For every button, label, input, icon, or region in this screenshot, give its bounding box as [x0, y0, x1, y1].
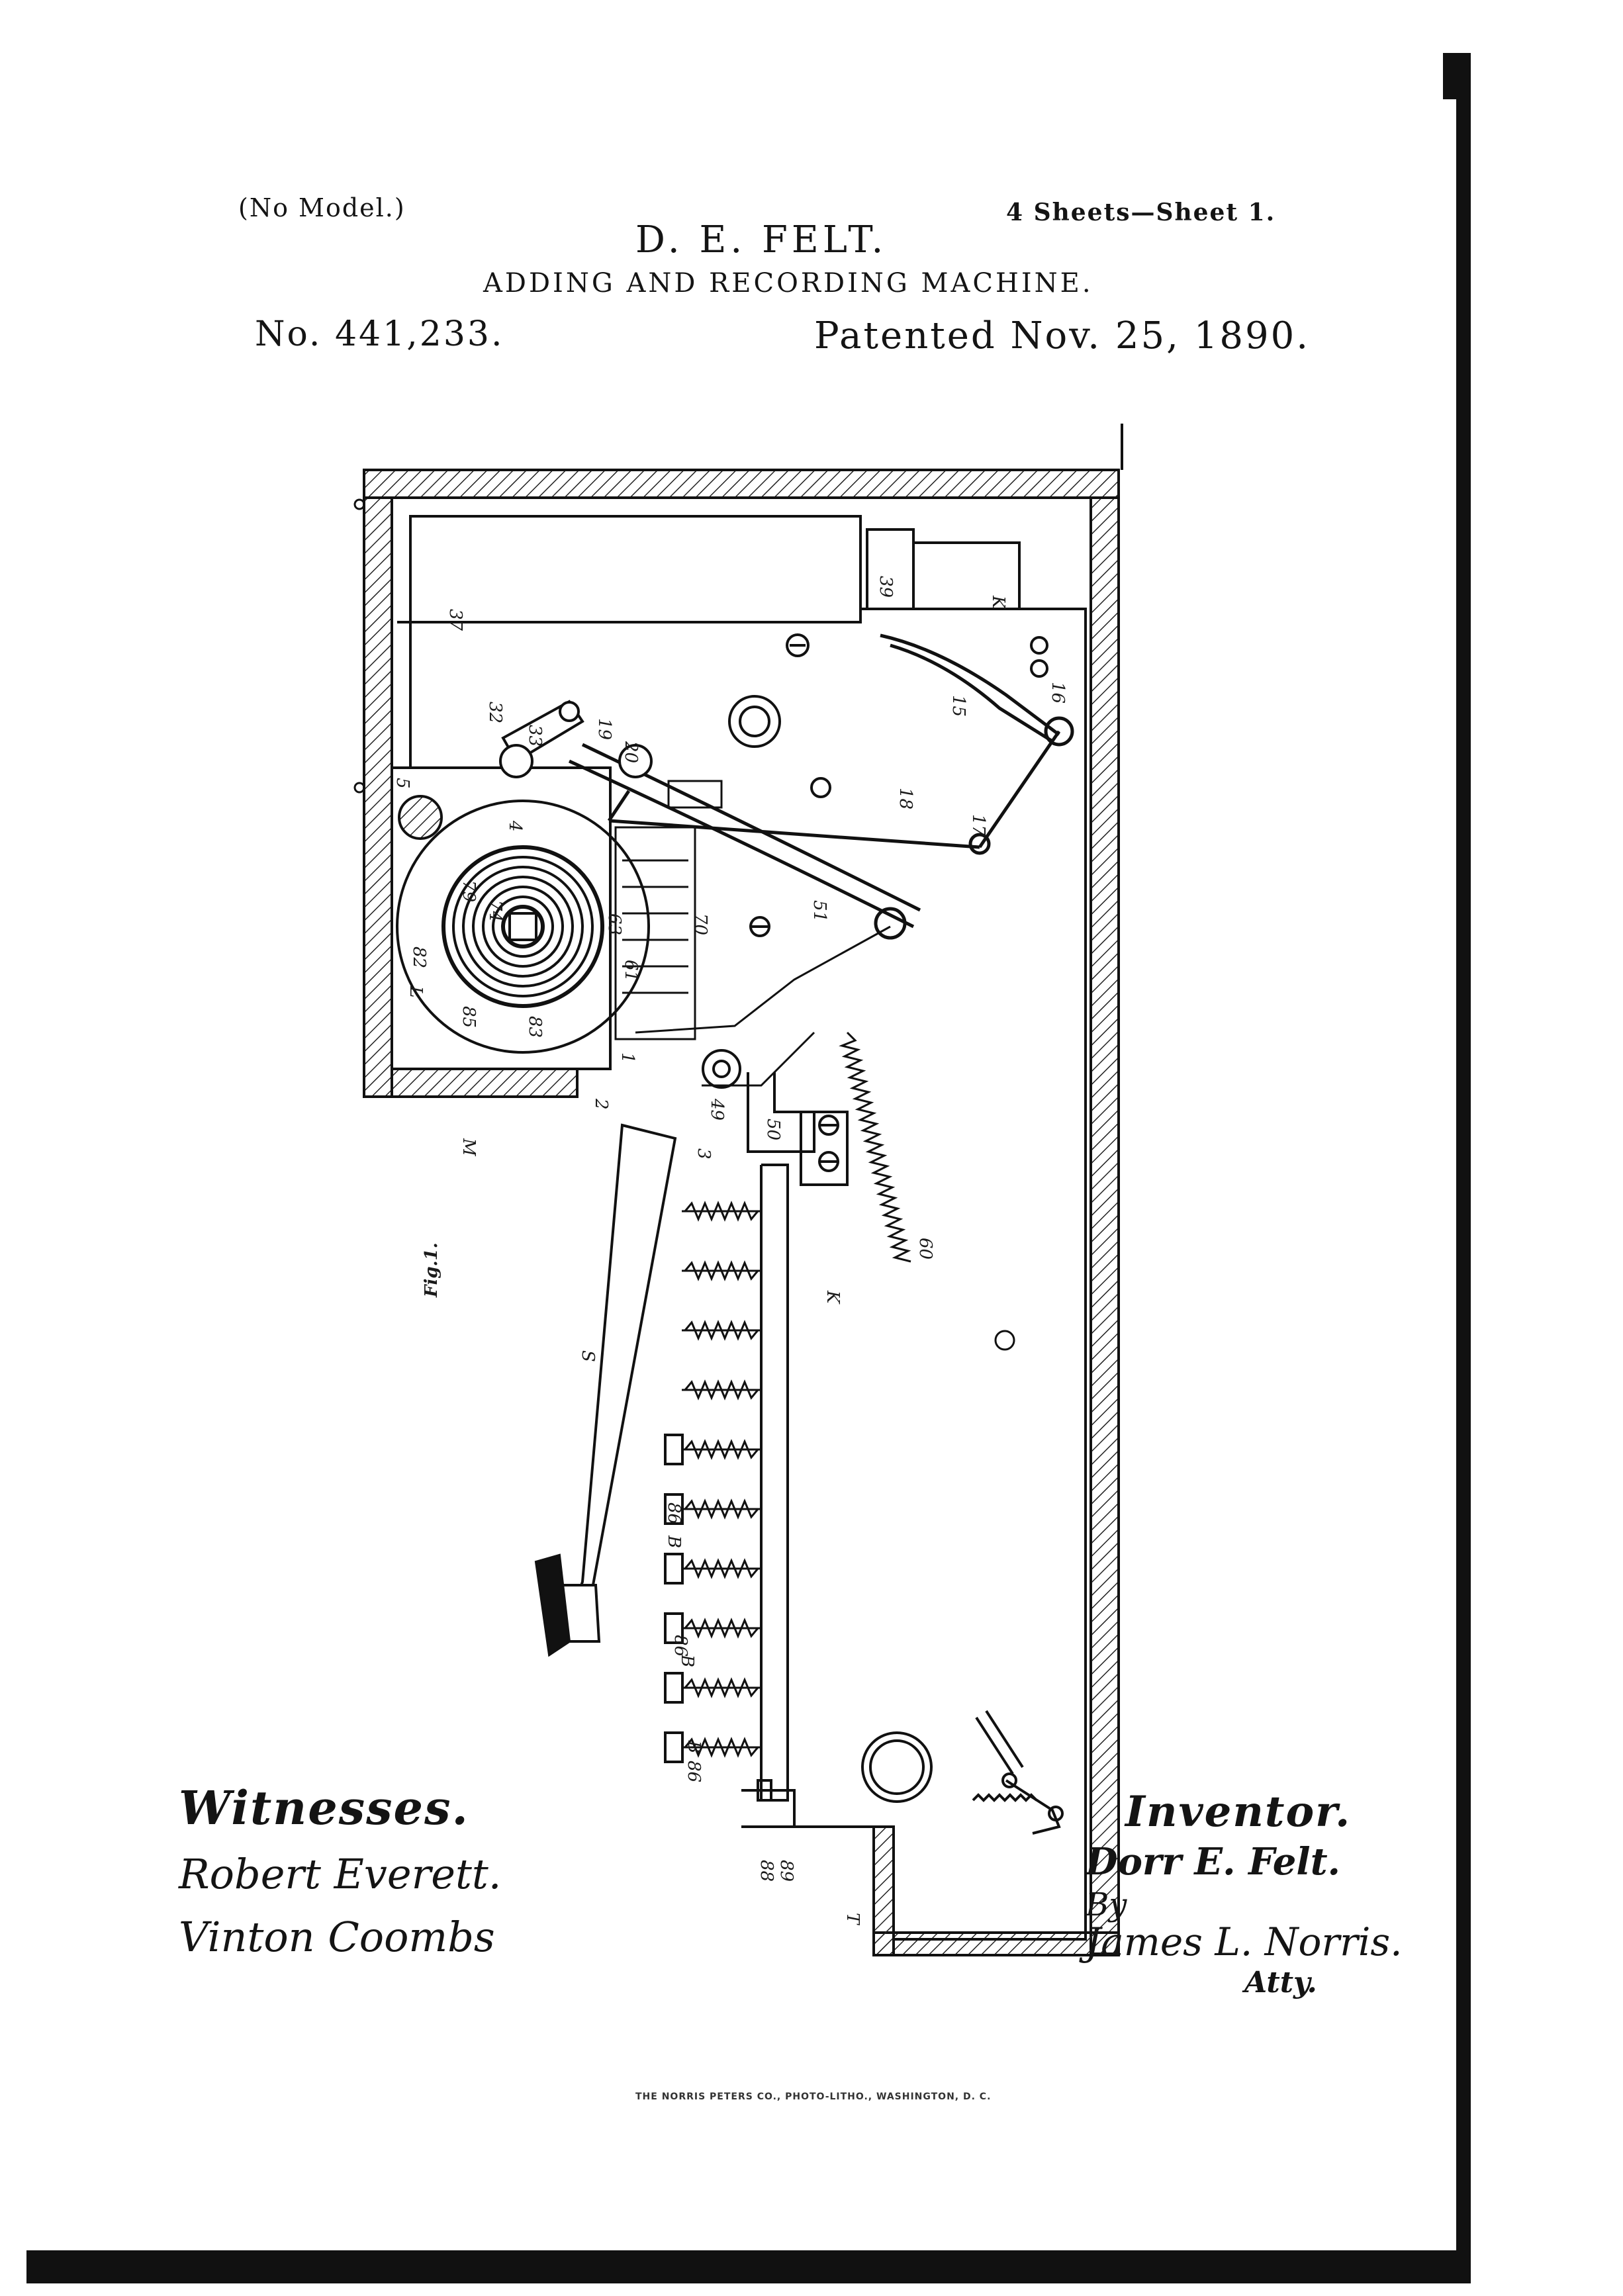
reference-label: S [578, 1350, 598, 1362]
inventor-name: D. E. FELT. [635, 218, 888, 261]
rollers [398, 700, 653, 840]
reference-label: 86 [671, 1635, 690, 1657]
key-with-spring [664, 1672, 761, 1704]
reference-label: 19 [594, 718, 614, 740]
reference-label: 2 [591, 1098, 611, 1110]
key-with-spring [664, 1612, 761, 1644]
reference-label: 3 [694, 1148, 714, 1160]
key-cap [664, 1434, 684, 1465]
reference-label: 60 [915, 1238, 935, 1260]
hub [728, 695, 781, 748]
key-cap [664, 1493, 684, 1525]
reference-label: 16 [1048, 682, 1068, 704]
reference-label: 88 [757, 1860, 776, 1882]
reference-label: 33 [525, 725, 545, 747]
reference-label: 86 [684, 1761, 704, 1782]
reference-label: 70 [690, 913, 710, 935]
patent-number: No. 441,233. [255, 314, 504, 354]
inventor-signature: Dorr E. Felt. [1086, 1840, 1341, 1884]
reference-label: 5 [393, 778, 412, 789]
model-note: (No Model.) [238, 193, 406, 222]
reference-label: 51 [810, 900, 829, 922]
reference-label: 83 [525, 1016, 545, 1038]
machine-case [363, 469, 1120, 1956]
reference-label: 61 [621, 960, 641, 982]
key-with-spring [682, 1379, 761, 1401]
scan-border-right [1456, 53, 1471, 2283]
reference-label: 63 [604, 913, 624, 935]
key-with-spring [682, 1320, 761, 1341]
key-with-spring [664, 1553, 761, 1584]
printer-credit: THE NORRIS PETERS CO., PHOTO-LITHO., WAS… [635, 2091, 992, 2102]
witnesses-label: Witnesses. [179, 1780, 469, 1835]
figure-label: Fig.1. [422, 1242, 441, 1298]
key-cap [664, 1553, 684, 1584]
patent-date: Patented Nov. 25, 1890. [814, 314, 1311, 357]
reference-label: 89 [776, 1860, 796, 1882]
printing-mechanism [614, 780, 891, 1089]
reference-label: T [843, 1913, 862, 1925]
reference-label: K [988, 595, 1008, 610]
reference-label: 85 [459, 1006, 479, 1028]
reference-label: B [677, 1654, 697, 1667]
reference-label: 79 [459, 880, 479, 902]
top-bracket [866, 528, 1021, 610]
reference-label: 32 [485, 702, 505, 723]
reference-label: 74 [485, 900, 505, 922]
spring-60 [839, 1031, 1015, 1351]
key-with-spring [664, 1731, 761, 1763]
reference-label: K [823, 1290, 843, 1305]
screws [749, 633, 1064, 1821]
attorney-signature: James L. Norris. [1086, 1919, 1403, 1964]
patent-title: ADDING AND RECORDING MACHINE. [483, 268, 1093, 298]
inventor-label: Inventor. [1125, 1787, 1352, 1837]
key-with-spring [664, 1434, 761, 1465]
reference-label: L [406, 986, 426, 997]
key-plate [760, 1164, 789, 1802]
attorney-label: Atty. [1244, 1966, 1317, 1999]
scan-border-tab [1443, 53, 1461, 99]
reference-label: 20 [621, 741, 641, 763]
reference-label: 1 [618, 1052, 637, 1064]
reference-label: 18 [896, 788, 915, 809]
reference-label: 82 [409, 946, 429, 968]
bottom-mechanism [741, 1710, 1061, 1835]
reference-label: 4 [505, 820, 525, 832]
reference-label: M [459, 1138, 479, 1157]
reference-label: 39 [876, 576, 896, 598]
scan-border-bottom [26, 2250, 1469, 2283]
key-cap [664, 1672, 684, 1704]
reference-label: 17 [968, 814, 988, 837]
key-cap [664, 1612, 684, 1644]
witness-signature: Robert Everett. [179, 1850, 502, 1898]
frame-plates [391, 515, 1087, 1941]
by-label: By [1086, 1886, 1127, 1923]
key-with-spring [682, 1201, 761, 1222]
key-bar [534, 1123, 677, 1657]
sheet-count: 4 Sheets—Sheet 1. [1006, 199, 1276, 226]
key-with-spring [682, 1260, 761, 1281]
paper-spool [396, 800, 650, 1054]
key-cap [664, 1731, 684, 1763]
reference-label: 37 [445, 609, 465, 631]
reference-label: 50 [763, 1119, 783, 1140]
reference-label: 86 [664, 1502, 684, 1524]
bracket-50 [747, 1072, 849, 1186]
reference-label: 49 [707, 1098, 727, 1121]
witness-signature: Vinton Coombs [179, 1913, 495, 1961]
key-with-spring [664, 1493, 761, 1525]
reference-label: B [684, 1740, 704, 1753]
reference-label: 15 [949, 695, 968, 717]
keys [664, 1201, 761, 1763]
reference-label: B [664, 1535, 684, 1548]
